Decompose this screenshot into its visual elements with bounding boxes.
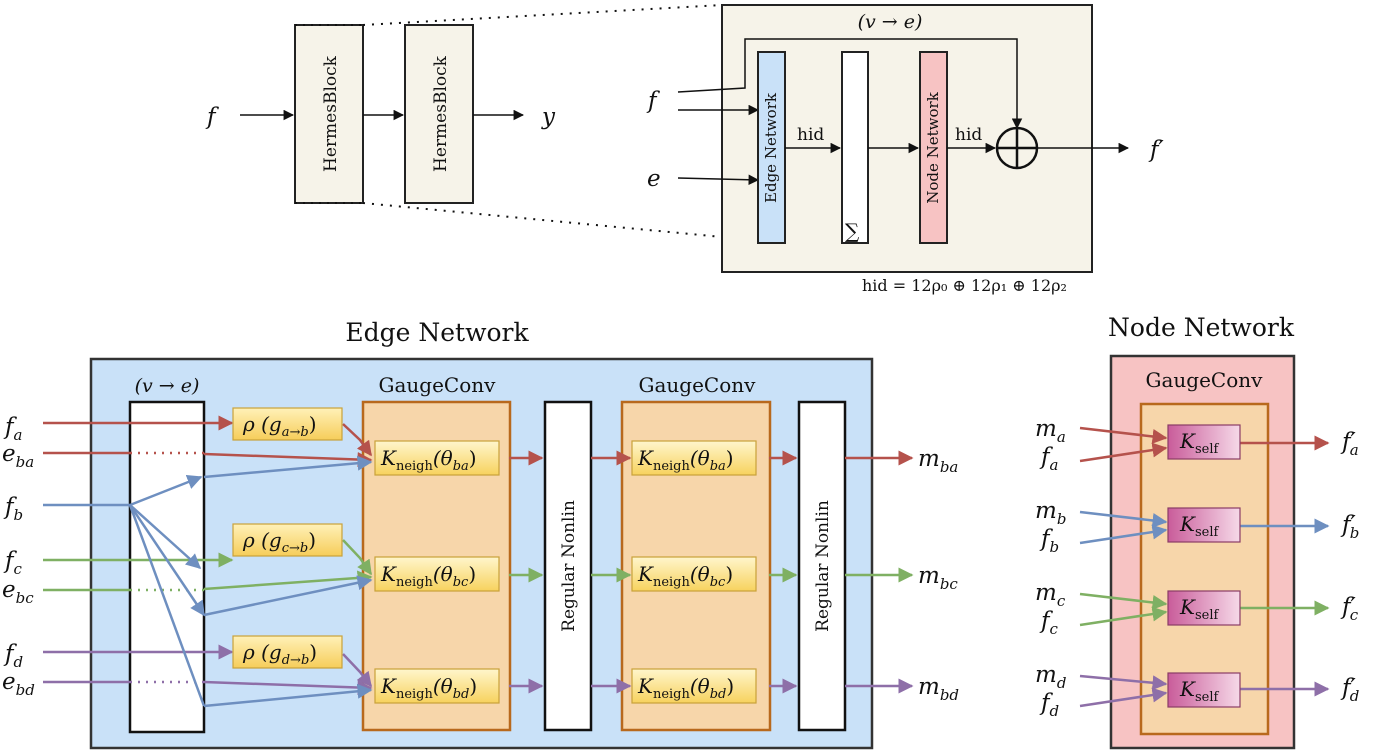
gather-block xyxy=(128,400,206,734)
detail-f-label: f xyxy=(646,88,660,114)
node-network-block-label: Node Network xyxy=(924,91,942,203)
kneigh-1-bc-label: Kneigh(θbc) xyxy=(380,562,476,590)
gather-label: (v → e) xyxy=(135,375,200,397)
nonlin-2-label: Regular Nonlin xyxy=(813,500,833,632)
node-input-f-d: fd xyxy=(1039,690,1059,720)
node-input-m-a: ma xyxy=(1035,416,1066,446)
sum-symbol: ∑ xyxy=(845,219,860,243)
edge-network-inputs: fa eba fb fc ebc fd ebd xyxy=(2,414,35,699)
kneigh-2-ba xyxy=(631,440,757,476)
kneigh-1-ba xyxy=(374,440,500,476)
kself-label-c: Kself xyxy=(1179,595,1219,623)
node-network-title: Node Network xyxy=(1108,313,1295,342)
kneigh-1-bc xyxy=(374,556,500,592)
input-f-b: fb xyxy=(3,494,23,524)
aggregation-block xyxy=(841,51,869,244)
input-e-bd: ebd xyxy=(2,669,35,699)
edge-network-block-label: Edge Network xyxy=(762,92,780,203)
node-output-a: f′a xyxy=(1340,429,1359,459)
input-f-c: fc xyxy=(3,548,23,578)
rho-transforms: ρ (ga→b) ρ (gc→b) ρ (gd→b) xyxy=(232,407,343,669)
node-output-c: f′c xyxy=(1340,594,1359,624)
kneigh-2-ba-label: Kneigh(θba) xyxy=(637,446,734,474)
kneigh-2-bc xyxy=(631,556,757,592)
node-output-d: f′d xyxy=(1340,675,1359,705)
rho-label-c: ρ (gc→b) xyxy=(242,528,316,556)
input-f-d: fd xyxy=(3,641,23,671)
hermes-block-detail: (v → e) f e Edge Network hid ∑ Node Netw… xyxy=(646,4,1165,295)
node-gauge-conv-label: GaugeConv xyxy=(1146,368,1264,392)
kneigh-2-bd-label: Kneigh(θbd) xyxy=(637,674,734,702)
kneigh-2-bd xyxy=(631,668,757,704)
kneigh-1-bd-label: Kneigh(θbd) xyxy=(380,674,477,702)
node-network-outputs: f′a f′b f′c f′d xyxy=(1340,429,1359,705)
output-m-ba: mba xyxy=(918,446,958,476)
hid-label-1: hid xyxy=(797,125,824,145)
kself-label-b: Kself xyxy=(1179,512,1219,540)
node-network-inputs: ma fa mb fb mc fc md fd xyxy=(1035,416,1066,720)
kneigh-2-bc-label: Kneigh(θbc) xyxy=(637,562,733,590)
top-input-label: f xyxy=(205,104,219,130)
kself-box-d xyxy=(1167,672,1241,708)
input-e-bc: ebc xyxy=(2,577,34,607)
gauge-conv-2-label: GaugeConv xyxy=(639,373,757,397)
nonlin-1 xyxy=(543,400,593,732)
skip-connection-label: (v → e) xyxy=(858,11,923,33)
node-input-m-d: md xyxy=(1035,662,1066,692)
kneigh-1-ba-label: Kneigh(θba) xyxy=(380,446,477,474)
node-network-block xyxy=(919,51,948,244)
edge-network-connections xyxy=(43,415,914,708)
output-m-bd: mbd xyxy=(918,674,959,704)
rho-label-d: ρ (gd→b) xyxy=(242,640,317,668)
rho-label-a: ρ (ga→b) xyxy=(242,412,317,440)
residual-add-icon xyxy=(995,126,1039,170)
hermes-block-1-label: HermesBlock xyxy=(321,55,341,172)
input-e-ba: eba xyxy=(2,441,34,471)
zoom-line-top xyxy=(362,4,723,26)
hermes-block-1 xyxy=(294,24,364,204)
kernels-gauge-conv-2: Kneigh(θba) Kneigh(θbc) Kneigh(θbd) xyxy=(631,440,757,704)
rho-box-d xyxy=(232,635,343,669)
rho-box-a xyxy=(232,407,343,441)
edge-network-block xyxy=(757,51,786,244)
edge-network-title: Edge Network xyxy=(345,318,529,347)
hid-label-2: hid xyxy=(955,125,982,145)
kself-box-c xyxy=(1167,590,1241,626)
node-network-connections xyxy=(1079,426,1330,708)
kself-label-a: Kself xyxy=(1179,429,1219,457)
kself-box-a xyxy=(1167,424,1241,460)
node-input-m-c: mc xyxy=(1035,580,1066,610)
detail-e-label: e xyxy=(647,166,661,192)
output-m-bc: mbc xyxy=(918,563,958,593)
kneigh-1-bd xyxy=(374,668,500,704)
input-f-a: fa xyxy=(3,414,22,444)
top-output-label: y xyxy=(541,104,556,130)
node-input-f-b: fb xyxy=(1039,526,1059,556)
detail-output-label: f′ xyxy=(1148,137,1165,163)
kernels-gauge-conv-1: Kneigh(θba) Kneigh(θbc) Kneigh(θbd) xyxy=(374,440,500,704)
hid-formula: hid = 12ρ₀ ⊕ 12ρ₁ ⊕ 12ρ₂ xyxy=(862,276,1067,295)
hermes-block-2 xyxy=(404,24,474,204)
rho-box-c xyxy=(232,523,343,557)
nonlin-1-label: Regular Nonlin xyxy=(559,500,579,632)
top-pipeline: f HermesBlock HermesBlock y xyxy=(205,4,1093,273)
hermes-block-2-label: HermesBlock xyxy=(431,55,451,172)
node-input-f-a: fa xyxy=(1039,444,1058,474)
node-input-f-c: fc xyxy=(1039,608,1059,638)
kself-label-d: Kself xyxy=(1179,677,1219,705)
node-input-m-b: mb xyxy=(1035,498,1066,528)
kself-box-b xyxy=(1167,507,1241,543)
nonlin-2 xyxy=(797,400,847,732)
edge-network-outputs: mba mbc mbd xyxy=(918,446,959,704)
kself-boxes: Kself Kself Kself Kself xyxy=(1167,424,1241,708)
gauge-conv-1-label: GaugeConv xyxy=(379,373,497,397)
node-output-b: f′b xyxy=(1340,512,1359,542)
